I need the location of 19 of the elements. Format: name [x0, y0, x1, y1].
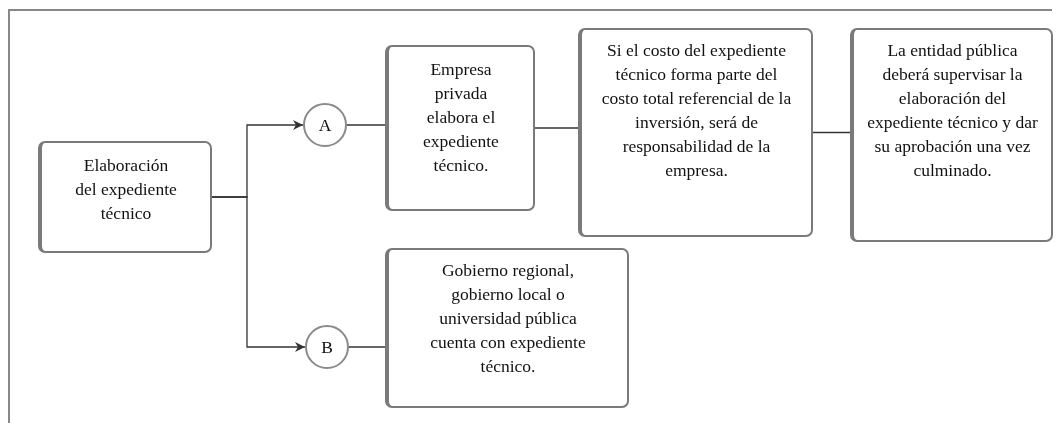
node-text: B [321, 336, 333, 359]
connector-circle [305, 325, 349, 369]
connector-line [346, 124, 386, 126]
connector-line [348, 346, 386, 348]
node-text: A [318, 114, 332, 137]
connector-line [534, 127, 579, 129]
process-box [385, 248, 629, 408]
node-text: Gobierno regional, gobierno local o universidad pública cuenta con expediente técnico. [429, 259, 587, 378]
process-box [385, 45, 535, 211]
node-text: Elaboración del expediente técnico [74, 154, 178, 225]
node-text: La entidad pública deberá supervisar la elaboración del expediente técnico y dar su aprobación una vez culminado. [866, 39, 1039, 182]
node-text: Si el costo del expediente técnico forma parte del costo total referencial de la inversión, será de responsabilidad de la empresa. [600, 39, 793, 182]
process-box [850, 28, 1053, 242]
node-text: Empresa privada elabora el expediente técnico. [422, 58, 500, 177]
connector-line [812, 131, 851, 134]
process-box [578, 28, 813, 237]
arrow [211, 196, 306, 352]
connector-circle [303, 103, 347, 147]
process-box [38, 141, 212, 253]
